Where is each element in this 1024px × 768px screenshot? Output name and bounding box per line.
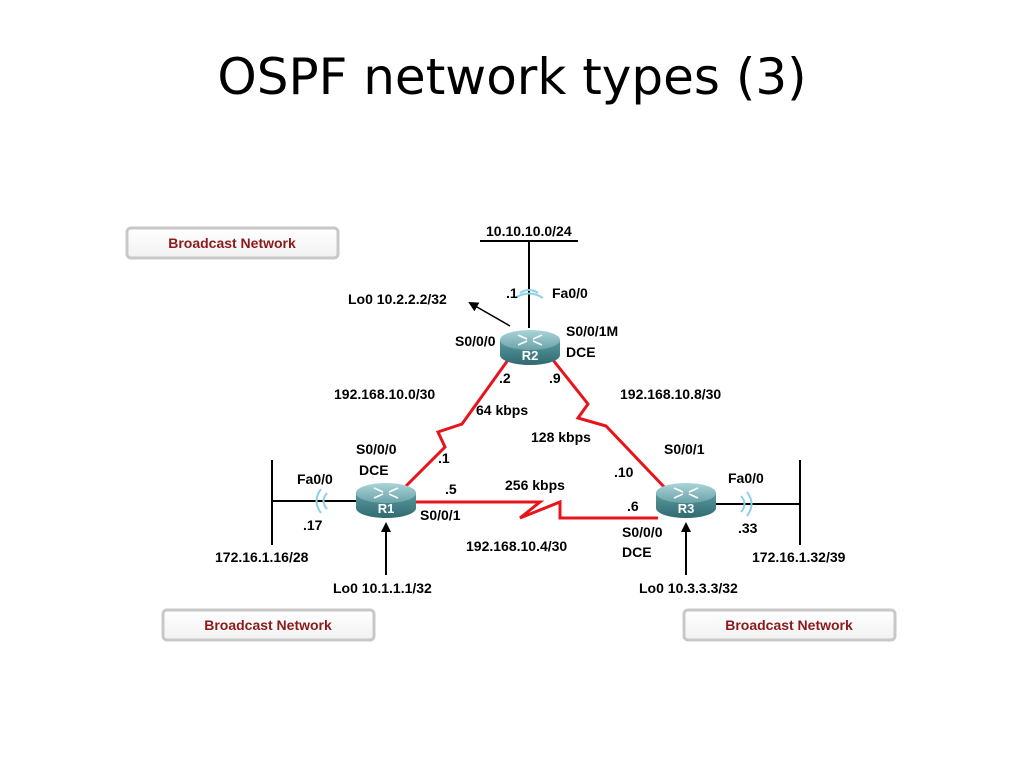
router-r3: R3 bbox=[656, 483, 716, 518]
r1-fa-ip-label: .17 bbox=[303, 517, 323, 533]
link-r1-r3-speed-label: 256 kbps bbox=[505, 477, 565, 493]
r3-s000-label: S0/0/0 bbox=[622, 524, 663, 540]
r3-lan-segment bbox=[712, 460, 801, 545]
page-title: OSPF network types (3) bbox=[217, 48, 807, 106]
link-r1-r3-network-label: 192.168.10.4/30 bbox=[466, 538, 567, 554]
broadcast-box-bottom-left: Broadcast Network bbox=[161, 608, 376, 642]
r3-ip-to-r1-label: .6 bbox=[627, 498, 639, 514]
router-r1: R1 bbox=[356, 483, 416, 518]
router-arrows-icon bbox=[673, 487, 699, 499]
r3-fa-interface-label: Fa0/0 bbox=[728, 470, 764, 486]
r1-s000-label: S0/0/0 bbox=[356, 441, 397, 457]
r2-s000-label: S0/0/0 bbox=[455, 333, 496, 349]
serial-link-r1-r2 bbox=[404, 359, 510, 488]
r1-lan-network-label: 172.16.1.16/28 bbox=[215, 549, 309, 565]
r3-fa-wifi-icon bbox=[740, 491, 753, 517]
r2-s001-label: S0/0/1M bbox=[566, 323, 618, 339]
r1-ip-to-r2-label: .1 bbox=[438, 450, 450, 466]
link-r1-r2-speed-label: 64 kbps bbox=[476, 402, 528, 418]
r2-fa-wifi-icon bbox=[514, 289, 544, 299]
r1-ip-to-r3-label: .5 bbox=[445, 481, 457, 497]
r2-lan-network-label: 10.10.10.0/24 bbox=[486, 223, 572, 239]
link-r1-r2-network-label: 192.168.10.0/30 bbox=[334, 386, 435, 402]
broadcast-box-bottom-right: Broadcast Network bbox=[682, 608, 897, 642]
r2-ip-to-r1-label: .2 bbox=[499, 370, 511, 386]
router-name: R3 bbox=[678, 501, 695, 516]
router-arrows-icon bbox=[373, 487, 399, 499]
r2-fa-ip-label: .1 bbox=[506, 285, 518, 301]
r1-fa-interface-label: Fa0/0 bbox=[297, 471, 333, 487]
broadcast-box-label: Broadcast Network bbox=[168, 235, 296, 251]
r3-dce-label: DCE bbox=[622, 544, 652, 560]
router-r2: R2 bbox=[500, 330, 560, 365]
router-name: R2 bbox=[522, 348, 539, 363]
link-r2-r3-network-label: 192.168.10.8/30 bbox=[620, 386, 721, 402]
serial-link-r2-r3 bbox=[551, 359, 669, 492]
serial-link-r1-r3 bbox=[410, 499, 658, 520]
r2-ip-to-r3-label: .9 bbox=[549, 370, 561, 386]
r2-loopback-arrow bbox=[468, 302, 511, 327]
broadcast-box-label: Broadcast Network bbox=[204, 617, 332, 633]
r3-loopback-label: Lo0 10.3.3.3/32 bbox=[639, 580, 738, 596]
r1-dce-label: DCE bbox=[359, 462, 389, 478]
router-arrows-icon bbox=[517, 334, 543, 346]
link-r2-r3-speed-label: 128 kbps bbox=[531, 429, 591, 445]
broadcast-box-top-left: Broadcast Network bbox=[125, 226, 340, 260]
r1-s001-label: S0/0/1 bbox=[420, 507, 461, 523]
r2-loopback-label: Lo0 10.2.2.2/32 bbox=[348, 291, 447, 307]
r3-ip-to-r2-label: .10 bbox=[614, 464, 634, 480]
r1-loopback-label: Lo0 10.1.1.1/32 bbox=[333, 580, 432, 596]
r2-fa-interface-label: Fa0/0 bbox=[552, 285, 588, 301]
broadcast-box-label: Broadcast Network bbox=[725, 617, 853, 633]
router-name: R1 bbox=[378, 501, 395, 516]
r2-dce-label: DCE bbox=[566, 344, 596, 360]
r1-fa-wifi-icon bbox=[315, 488, 328, 514]
r3-s001-label: S0/0/1 bbox=[664, 441, 705, 457]
r2-lan-segment bbox=[480, 240, 578, 328]
r3-lan-network-label: 172.16.1.32/39 bbox=[752, 549, 846, 565]
r3-fa-ip-label: .33 bbox=[738, 520, 758, 536]
